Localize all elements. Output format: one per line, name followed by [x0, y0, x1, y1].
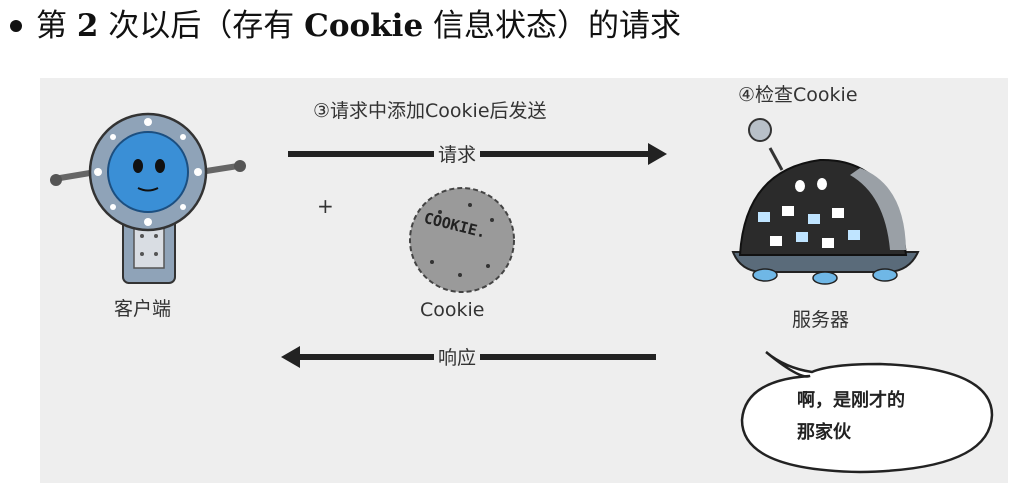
heading-mid: 次以后（存有	[108, 8, 295, 44]
cookie-label: Cookie	[420, 299, 485, 321]
request-label: 请求	[434, 140, 481, 167]
heading-suffix: 信息状态）的请求	[433, 8, 682, 44]
plus-sign: +	[317, 194, 334, 218]
step4-label: ④检查Cookie	[738, 84, 858, 106]
heading-prefix: 第	[36, 8, 67, 44]
cookie-icon: COOKIE.	[409, 187, 515, 293]
bubble-line1: 啊，是刚才的	[797, 390, 905, 411]
client-label: 客户端	[114, 298, 172, 320]
bubble-line2: 那家伙	[797, 422, 851, 443]
step3-label: ③请求中添加Cookie后发送	[313, 100, 547, 122]
heading-number: 2	[76, 8, 99, 44]
page-heading: 第 2 次以后（存有 Cookie 信息状态）的请求	[10, 0, 681, 45]
client-robot-icon	[50, 112, 246, 284]
speech-bubble	[740, 351, 994, 474]
bullet-icon	[10, 19, 22, 32]
server-robot-icon	[731, 118, 920, 285]
response-label: 响应	[434, 343, 481, 370]
server-label: 服务器	[792, 309, 850, 331]
heading-cookie-word: Cookie	[304, 8, 424, 44]
